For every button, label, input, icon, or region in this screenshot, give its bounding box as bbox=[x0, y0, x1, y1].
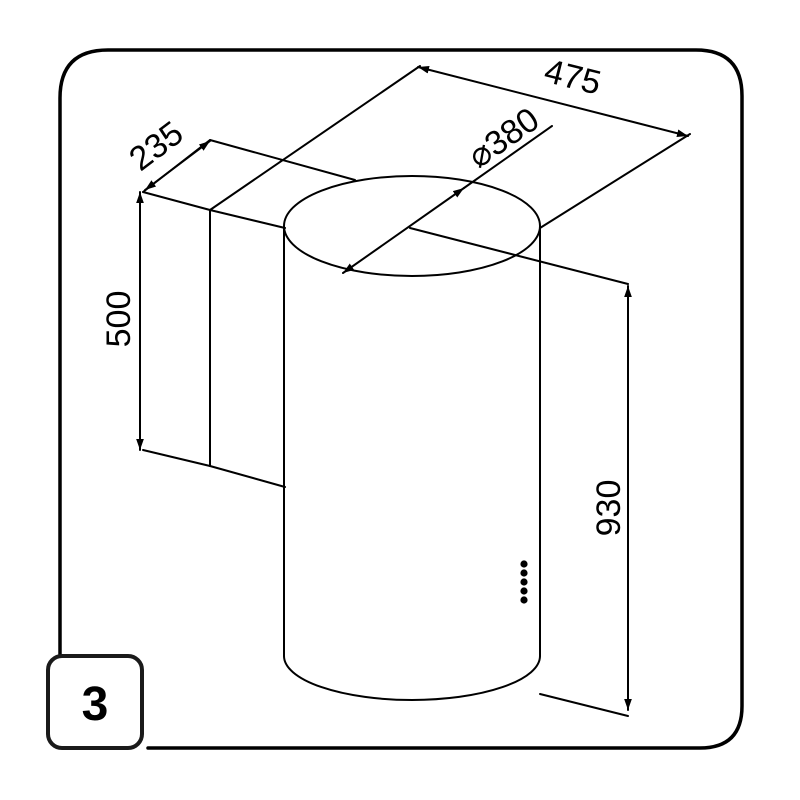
diameter-label: ⌀380 bbox=[461, 100, 546, 175]
total-depth-label: 475 bbox=[541, 52, 605, 103]
cylinder-hood bbox=[283, 175, 541, 701]
chimney-depth-dimension: 235 bbox=[122, 114, 211, 191]
chimney-box bbox=[142, 65, 421, 488]
step-number: 3 bbox=[82, 678, 109, 731]
chimney-depth-label: 235 bbox=[122, 114, 190, 178]
drawing-frame bbox=[58, 48, 744, 750]
chimney-height-label: 500 bbox=[100, 291, 138, 348]
step-badge: 3 bbox=[46, 654, 144, 750]
extension-line bbox=[539, 693, 629, 717]
chimney-height-dimension: 500 bbox=[100, 191, 144, 451]
control-buttons bbox=[520, 560, 528, 604]
control-button bbox=[520, 596, 528, 604]
total-height-dimension: 930 bbox=[590, 285, 632, 711]
diameter-dimension: ⌀380 bbox=[342, 100, 553, 274]
total-depth-dimension: 475 bbox=[417, 52, 689, 138]
control-button bbox=[520, 569, 528, 577]
extension-line bbox=[539, 133, 691, 229]
control-button bbox=[520, 578, 528, 586]
control-button bbox=[520, 587, 528, 595]
total-height-label: 930 bbox=[590, 480, 628, 537]
control-button bbox=[520, 560, 528, 568]
